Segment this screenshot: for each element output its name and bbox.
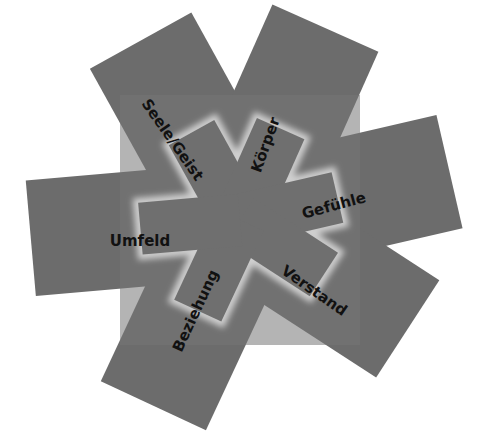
inner-square [120,95,360,345]
arm-label: Umfeld [110,234,170,249]
star-arms [26,5,463,431]
